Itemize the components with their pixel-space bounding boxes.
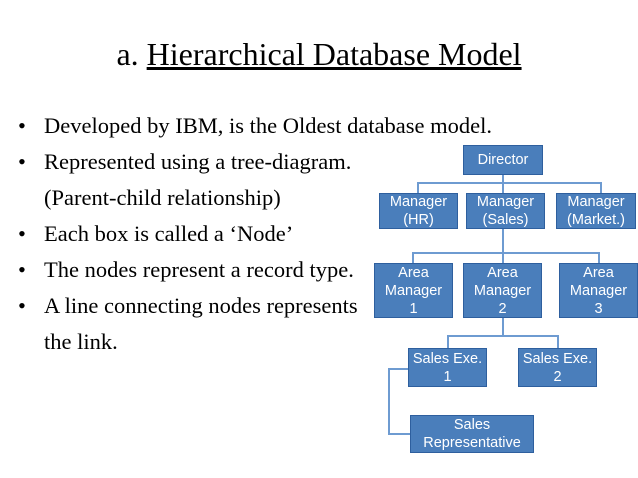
page-title: a. Hierarchical Database Model (0, 36, 638, 73)
node-area-manager-3[interactable]: Area Manager 3 (559, 263, 638, 318)
bullet-marker-icon: • (18, 293, 26, 318)
node-director[interactable]: Director (463, 145, 543, 175)
node-line: (Sales) (482, 212, 529, 228)
list-item-text: A line connecting nodes represents (44, 293, 358, 318)
list-item-text: the link. (44, 329, 118, 354)
node-line: 1 (409, 300, 418, 317)
connector-area-manager-2-down (502, 318, 504, 336)
connector-to-sales-exe-1 (447, 335, 449, 348)
node-manager-market[interactable]: Manager (Market.) (556, 193, 636, 229)
list-item-text: Each box is called a ‘Node’ (44, 221, 294, 246)
node-line: Director (477, 152, 529, 168)
list-item-text: (Parent-child relationship) (44, 185, 281, 210)
list-item-continuation: the link. (8, 324, 428, 360)
connector-to-manager-market (600, 182, 602, 193)
node-line: Manager (569, 282, 628, 299)
node-manager-sales[interactable]: Manager (Sales) (466, 193, 545, 229)
connector-sales-exe-1-left (388, 368, 409, 370)
node-line: (HR) (403, 212, 434, 228)
bullet-marker-icon: • (18, 149, 26, 174)
node-line: Area (398, 264, 429, 281)
list-item-continuation: (Parent-child relationship) (8, 180, 428, 216)
connector-sales-rep-in (388, 433, 411, 435)
connector-to-manager-sales (502, 182, 504, 193)
node-area-manager-2[interactable]: Area Manager 2 (463, 263, 542, 318)
connector-area-manager-bar (412, 252, 598, 254)
connector-sales-exe-bar (447, 335, 558, 337)
list-item: • Each box is called a ‘Node’ (8, 216, 428, 252)
node-line: Manager (384, 282, 443, 299)
node-line: 2 (498, 300, 507, 317)
node-line: Manager (476, 194, 535, 210)
node-line: Area (583, 264, 614, 281)
connector-to-area-manager-3 (598, 252, 600, 263)
node-line: Area (487, 264, 518, 281)
list-item-text: Represented using a tree-diagram. (44, 149, 352, 174)
list-item-text: The nodes represent a record type. (44, 257, 354, 282)
title-underlined-text: Hierarchical Database Model (146, 36, 522, 72)
node-sales-exe-1[interactable]: Sales Exe. 1 (408, 348, 487, 387)
bullet-marker-icon: • (18, 257, 26, 282)
list-item: • Developed by IBM, is the Oldest databa… (8, 108, 492, 144)
list-item-text: Developed by IBM, is the Oldest database… (44, 113, 493, 138)
connector-to-sales-exe-2 (557, 335, 559, 348)
connector-director-down (502, 175, 504, 183)
node-line: 2 (553, 368, 562, 385)
node-line: Manager (389, 194, 448, 210)
node-area-manager-1[interactable]: Area Manager 1 (374, 263, 453, 318)
connector-manager-sales-down (502, 228, 504, 253)
title-prefix: a. (116, 36, 147, 72)
node-line: (Market.) (567, 212, 625, 228)
node-sales-representative[interactable]: Sales Representative (410, 415, 534, 453)
list-item: • A line connecting nodes represents (8, 288, 428, 324)
list-item: • Represented using a tree-diagram. (8, 144, 428, 180)
node-line: Sales Exe. (522, 350, 593, 367)
node-manager-hr[interactable]: Manager (HR) (379, 193, 458, 229)
node-line: Manager (473, 282, 532, 299)
node-line: Sales (453, 417, 491, 433)
node-line: Representative (423, 435, 521, 451)
node-line: Manager (567, 194, 625, 210)
connector-to-area-manager-2 (502, 252, 504, 263)
bullet-marker-icon: • (18, 221, 26, 246)
bullet-marker-icon: • (18, 113, 26, 138)
node-line: Sales Exe. (412, 350, 483, 367)
node-sales-exe-2[interactable]: Sales Exe. 2 (518, 348, 597, 387)
bullet-list: • Developed by IBM, is the Oldest databa… (8, 108, 492, 360)
node-line: 3 (594, 300, 603, 317)
connector-sales-rep-vertical (388, 368, 390, 434)
connector-manager-bar (417, 182, 601, 184)
list-item: • The nodes represent a record type. (8, 252, 428, 288)
node-line: 1 (443, 368, 452, 385)
